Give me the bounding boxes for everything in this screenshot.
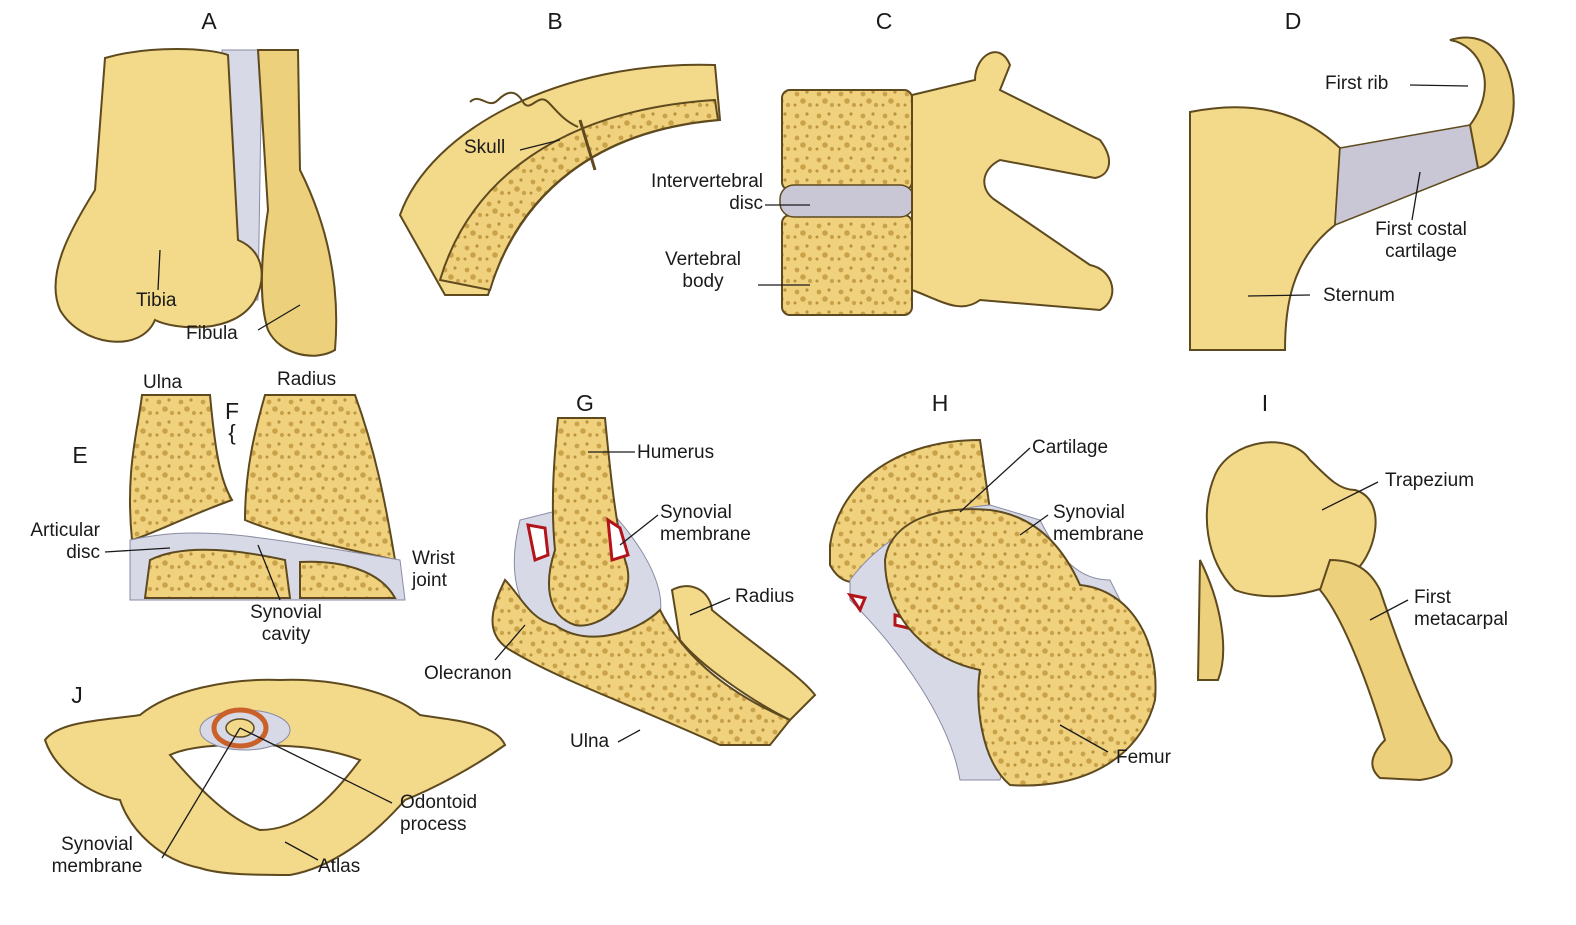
label-radius-wrist: Radius [277, 369, 336, 391]
label-synovial-cavity: Synovial cavity [236, 602, 336, 646]
label-synovial-membrane-atlas: Synovial membrane [38, 834, 156, 878]
label-vertebral-body-line2: body [648, 271, 758, 293]
label-atlas: Atlas [318, 856, 360, 878]
panel-letter-h: H [932, 390, 949, 417]
label-articular-disc-line2: disc [8, 542, 100, 564]
panel-letter-e: E [72, 442, 87, 469]
label-odontoid-process-line2: process [400, 814, 477, 836]
label-synovial-membrane-elbow: Synovial membrane [660, 502, 751, 546]
label-first-metacarpal: First metacarpal [1414, 587, 1508, 631]
panel-letter-i: I [1262, 390, 1268, 417]
label-cartilage: Cartilage [1032, 437, 1108, 459]
panel-g-elbow-drawing [493, 418, 816, 745]
label-articular-disc-line1: Articular [8, 520, 100, 542]
panel-a-ankle-drawing [55, 49, 336, 356]
panel-h-hip-drawing [830, 440, 1156, 786]
label-synovial-membrane-hip: Synovial membrane [1053, 502, 1144, 546]
label-synovial-membrane-elbow-line2: membrane [660, 524, 751, 546]
label-intervertebral-disc-line1: Intervertebral [600, 171, 763, 193]
label-vertebral-body: Vertebral body [648, 249, 758, 293]
panel-letter-d: D [1285, 8, 1302, 35]
label-intervertebral-disc-line2: disc [600, 193, 763, 215]
label-femur: Femur [1116, 747, 1171, 769]
panel-letter-a: A [201, 8, 216, 35]
label-trapezium: Trapezium [1385, 470, 1474, 492]
label-humerus: Humerus [637, 442, 714, 464]
label-odontoid-process: Odontoid process [400, 792, 477, 836]
label-first-costal-cartilage: First costal cartilage [1355, 219, 1487, 263]
label-intervertebral-disc: Intervertebral disc [600, 171, 763, 215]
panel-letter-j: J [71, 682, 83, 709]
panel-c-vertebrae-drawing [780, 52, 1112, 315]
label-synovial-cavity-line2: cavity [236, 624, 336, 646]
panel-letter-b: B [547, 8, 562, 35]
label-synovial-cavity-line1: Synovial [236, 602, 336, 624]
label-sternum: Sternum [1323, 285, 1395, 307]
label-synovial-membrane-hip-line2: membrane [1053, 524, 1144, 546]
label-ulna-elbow: Ulna [570, 731, 609, 753]
label-wrist-joint: Wrist joint [412, 548, 455, 592]
label-first-costal-cartilage-line1: First costal [1355, 219, 1487, 241]
panel-f-brace: { [228, 420, 235, 446]
label-olecranon: Olecranon [424, 663, 512, 685]
label-first-metacarpal-line1: First [1414, 587, 1508, 609]
label-wrist-joint-line1: Wrist [412, 548, 455, 570]
label-first-costal-cartilage-line2: cartilage [1355, 241, 1487, 263]
label-articular-disc: Articular disc [8, 520, 100, 564]
label-synovial-membrane-elbow-line1: Synovial [660, 502, 751, 524]
label-synovial-membrane-atlas-line2: membrane [38, 856, 156, 878]
label-wrist-joint-line2: joint [412, 570, 455, 592]
label-tibia: Tibia [136, 290, 176, 312]
label-synovial-membrane-hip-line1: Synovial [1053, 502, 1144, 524]
label-radius-elbow: Radius [735, 586, 794, 608]
label-ulna-wrist: Ulna [143, 372, 182, 394]
label-odontoid-process-line1: Odontoid [400, 792, 477, 814]
label-fibula: Fibula [186, 323, 238, 345]
label-vertebral-body-line1: Vertebral [648, 249, 758, 271]
panel-letter-c: C [876, 8, 893, 35]
label-skull: Skull [464, 137, 505, 159]
label-synovial-membrane-atlas-line1: Synovial [38, 834, 156, 856]
panel-letter-g: G [576, 390, 594, 417]
label-first-metacarpal-line2: metacarpal [1414, 609, 1508, 631]
label-first-rib: First rib [1325, 73, 1388, 95]
